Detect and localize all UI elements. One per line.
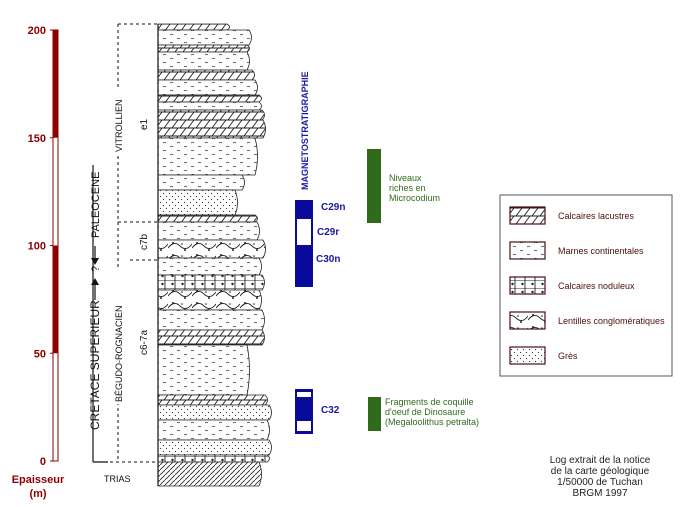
layer-marne [157, 419, 270, 441]
magnetostratigraphy: MAGNETOSTRATIGRAPHIE C29n C29r C30n C32 [295, 71, 345, 434]
c29r-label: C29r [317, 227, 339, 238]
paleocene-label: PALEOCENE [90, 172, 102, 238]
layer-marne [157, 79, 258, 96]
legend-swatch-conglo [509, 311, 546, 330]
legend-label: Lentilles conglomératiques [558, 316, 665, 326]
layer-marne [157, 309, 265, 331]
arrow-down-icon-head [91, 258, 99, 265]
credit-line: 1/50000 de Tuchan [557, 477, 643, 488]
trias-label: TRIAS [104, 474, 131, 484]
layer-calcaire [157, 44, 250, 53]
c30n-label: C30n [316, 254, 340, 265]
note-line: d'oeuf de Dinosaure [385, 407, 465, 417]
layer-marne [157, 344, 250, 396]
layer-calcaire [157, 394, 268, 406]
layer-gres [157, 404, 272, 421]
layer-calcaire [157, 94, 262, 103]
cretace-superieur-label: CRETACE SUPERIEUR [88, 300, 102, 430]
layer-marne [157, 221, 260, 241]
legend-label: Marnes continentales [558, 246, 644, 256]
layer-calcaire [157, 214, 258, 223]
scale-tick-label: 50 [34, 348, 46, 360]
scale-tick-label: 150 [28, 133, 46, 145]
layer-marne [157, 29, 252, 46]
lithologic-column [157, 23, 272, 487]
legend-swatch-marne [509, 241, 546, 260]
scale-unit: (m) [29, 488, 46, 500]
source-credit: Log extrait de la notice de la carte géo… [550, 455, 651, 499]
legend-swatch-calcaire [509, 206, 546, 225]
legend-swatch-gres [509, 346, 546, 365]
layer-gres [157, 189, 238, 216]
scale-tick-label: 100 [28, 241, 46, 253]
layer-marne [157, 101, 262, 111]
layer-nodule [157, 454, 270, 463]
scale-red-segment [53, 30, 58, 138]
begudo-rognacien-label: BÉGUDO-ROGNACIEN [114, 305, 124, 402]
legend-label: Grès [558, 351, 578, 361]
scale-label: Epaisseur [12, 474, 65, 486]
layer-calcaire [157, 69, 255, 81]
credit-line: BRGM 1997 [572, 488, 627, 499]
layer-calcaire [157, 23, 230, 31]
magneto-title: MAGNETOSTRATIGRAPHIE [300, 71, 310, 190]
layer-calcaire [157, 109, 265, 121]
reversed-polarity-c29r [297, 219, 311, 245]
layer-marne [157, 174, 245, 191]
c6-7a-label: c6-7a [139, 330, 150, 355]
uncertain-boundary-mark: ? [90, 266, 102, 272]
note-line: Microcodium [389, 193, 440, 203]
layer-conglo [157, 289, 262, 311]
layer-conglo [157, 239, 266, 259]
microcodium-note: Niveaux riches en Microcodium [367, 149, 440, 223]
layer-marne [157, 257, 262, 276]
scale-tick-label: 200 [28, 25, 46, 37]
arrow-up-icon-head [91, 278, 99, 285]
layer-calcaire [157, 329, 265, 346]
layer-marne [157, 137, 258, 176]
layer-marne [157, 51, 250, 71]
e1-label: e1 [139, 118, 150, 130]
legend-label: Calcaires lacustres [558, 211, 635, 221]
legend-label: Calcaires noduleux [558, 281, 635, 291]
note-line: Niveaux [389, 173, 422, 183]
thickness-scale: 200 150 100 50 0 Epaisseur (m) [12, 25, 65, 500]
chronostratigraphy: CRETACE SUPERIEUR ? PALEOCENE VITROLLIEN… [88, 23, 158, 484]
scale-red-segment [53, 245, 58, 354]
legend-swatch-nodule [509, 276, 546, 295]
scale-tick-label: 0 [40, 456, 46, 468]
c32-label: C32 [321, 405, 340, 416]
dinosaur-egg-note: Fragments de coquille d'oeuf de Dinosaur… [368, 397, 479, 431]
layer-gres [157, 439, 272, 456]
credit-line: de la carte géologique [551, 466, 650, 477]
c7b-label: c7b [139, 233, 150, 250]
credit-line: Log extrait de la notice [550, 455, 651, 466]
note-line: (Megaloolithus petralta) [385, 417, 479, 427]
note-line: Fragments de coquille [385, 397, 474, 407]
note-line: riches en [389, 183, 426, 193]
layer-nodule [157, 274, 265, 291]
vitrollien-label: VITROLLIEN [114, 99, 124, 152]
layer-trias [157, 461, 262, 487]
layer-calcaire [157, 119, 266, 139]
c29n-label: C29n [321, 202, 345, 213]
